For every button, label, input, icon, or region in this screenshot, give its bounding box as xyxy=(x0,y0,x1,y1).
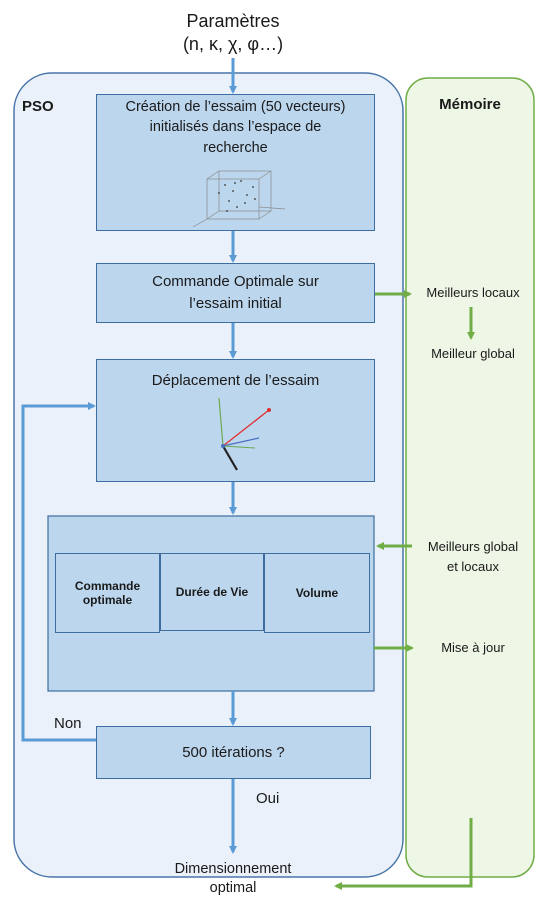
arrow-loop-back xyxy=(21,402,96,742)
output-line-1: Dimensionnement xyxy=(174,861,292,877)
displacement-title: Déplacement de l’essaim xyxy=(151,372,320,389)
optimal-command-sub: Commande optimale xyxy=(55,553,160,633)
arrow-memory-to-output xyxy=(334,818,473,890)
memory-best-global-and-local: Meilleurs global et locaux xyxy=(410,537,536,576)
volume-sub: Volume xyxy=(264,553,370,633)
input-parameters: Paramètres (n, κ, χ, φ…) xyxy=(130,10,336,55)
memory-label: Mémoire xyxy=(439,96,501,113)
displacement-step: Déplacement de l’essaim xyxy=(96,359,375,482)
initial-command-line-2: l’essaim initial xyxy=(189,295,282,312)
input-title: Paramètres xyxy=(186,11,280,31)
memory-update: Mise à jour xyxy=(441,640,505,655)
optimal-command-line-1: Commande xyxy=(74,579,141,593)
creation-line-3: recherche xyxy=(203,139,268,156)
iterations-step: 500 itérations ? xyxy=(96,726,371,779)
initial-command-line-1: Commande Optimale sur xyxy=(152,273,319,291)
search-space-cube-image xyxy=(192,170,286,228)
lifetime-label: Durée de Vie xyxy=(175,585,249,599)
iterations-label: 500 itérations ? xyxy=(182,744,285,761)
lifetime-sub: Durée de Vie xyxy=(160,553,264,631)
memory-best-locals: Meilleurs locaux xyxy=(426,285,520,300)
creation-step: Création de l’essaim (50 vecteurs) initi… xyxy=(96,94,375,231)
creation-line-1: Création de l’essaim (50 vecteurs) xyxy=(125,99,346,115)
decision-no: Non xyxy=(54,715,82,732)
creation-line-2: initialisés dans l’espace de xyxy=(149,119,322,136)
initial-command-step: Commande Optimale sur l’essaim initial xyxy=(96,263,375,323)
memory-best-global-and-local-line-1: Meilleurs global xyxy=(427,539,519,554)
memory-best-global-and-local-line-2: et locaux xyxy=(446,558,500,574)
memory-container xyxy=(405,77,535,878)
input-params: (n, κ, χ, φ…) xyxy=(182,33,284,54)
particle-displacement-image xyxy=(218,397,271,471)
volume-label: Volume xyxy=(295,586,339,600)
output-line-2: optimal xyxy=(209,879,257,896)
memory-best-global: Meilleur global xyxy=(431,346,515,361)
decision-yes: Oui xyxy=(256,790,280,807)
output-label: Dimensionnement optimal xyxy=(148,860,318,898)
optimal-command-line-2: optimale xyxy=(82,593,133,607)
pso-label: PSO xyxy=(22,98,54,115)
